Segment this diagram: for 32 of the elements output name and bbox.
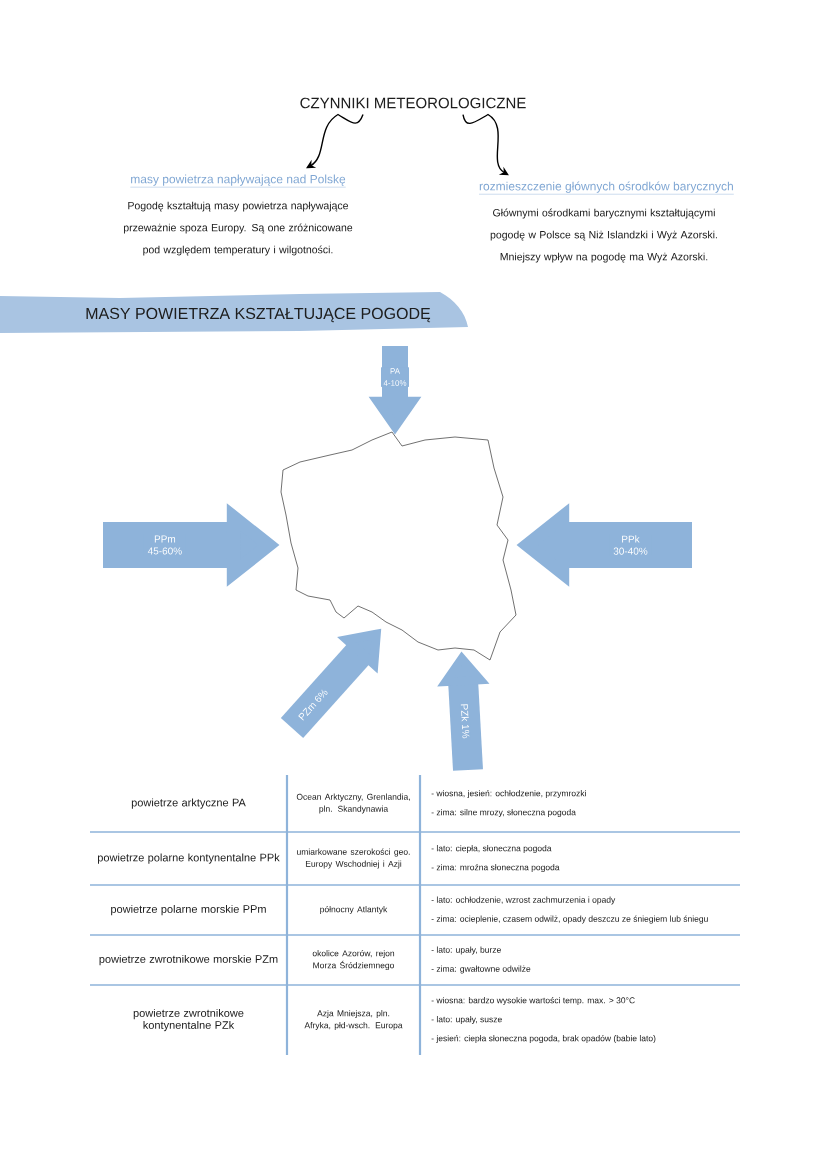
edge-label: PZk 1% [460,704,470,739]
row-heading: powietrze polarne morskie PPm [111,904,266,916]
row-heading: powietrze polarne kontynentalne PPk [98,853,280,864]
bullet-item: - zima: silne mrozy, słoneczna pogoda [431,809,576,817]
curly-arrow [306,113,364,169]
cell-text: okolice Azorów, rejon Morza Śródziemnego [312,950,395,970]
row-heading: powietrze arktyczne PA [131,798,246,809]
bullet-item: - zima: mroźna słoneczna pogoda [431,864,560,872]
bullet-item: - lato: ciepła, słoneczna pogoda [431,845,552,853]
row-heading: powietrze zwrotnikowe kontynentalne PZk [133,1008,244,1032]
cell-text: umiarkowane szerokości geo. Europy Wschodniej i Azji [297,848,410,869]
text-block: masy powietrza napływające nad Polskę Pogodę kształtują masy powietrza napływające przeważnie spoza Europy. Są one zróżnicowane pod względem temperatury i wilgotności. [123,174,353,256]
title-banner: MASY POWIETRZA KSZTAŁTUJĄCE POGODĘ [0,292,468,333]
bullet-item: - zima: ocieplenie, czasem odwilż, opady deszczu ze śniegiem lub śniegu [431,915,708,924]
map-outline-drawing [280,431,517,661]
edge-label: PPm 45-60% [147,535,182,555]
row-heading: powietrze zwrotnikowe morskie PZm [99,954,278,966]
heading: CZYNNIKI METEOROLOGICZNE [300,97,526,109]
bullet-item: - wiosna, jesień: ochłodzenie, przymrozki [431,790,586,798]
bullet-item: - zima: gwałtowne odwilże [431,965,531,974]
cell-text: północny Atlantyk [320,906,388,914]
curly-arrow [462,113,509,176]
cell-text: Azja Mniejsza, pln. Afryka, płd-wsch. Europa [304,1010,403,1030]
bullet-item: - lato: ochłodzenie, wzrost zachmurzenia i opady [431,896,616,905]
bullet-item: - lato: upały, susze [431,1016,502,1024]
edge-label: PA 4-10% [383,368,407,386]
cell-text: Ocean Arktyczny, Grenlandia, pln. Skandynawia [296,793,410,814]
bullet-item: - wiosna: bardzo wysokie wartości temp. max. > 30°C [431,997,635,1005]
edge-label: PPk 30-40% [613,535,648,555]
text-block: rozmieszczenie głównych ośrodków barycznych Głównymi ośrodkami barycznymi kształtującymi pogodę w Polsce są Niż Islandzki i Wyż Azorski. Mniejszy wpływ na pogodę ma Wyż Azorski. [478,181,734,263]
bullet-item: - lato: upały, burze [431,946,501,955]
bullet-item: - jesień: ciepła słoneczna pogoda, brak opadów (babie lato) [431,1035,656,1043]
